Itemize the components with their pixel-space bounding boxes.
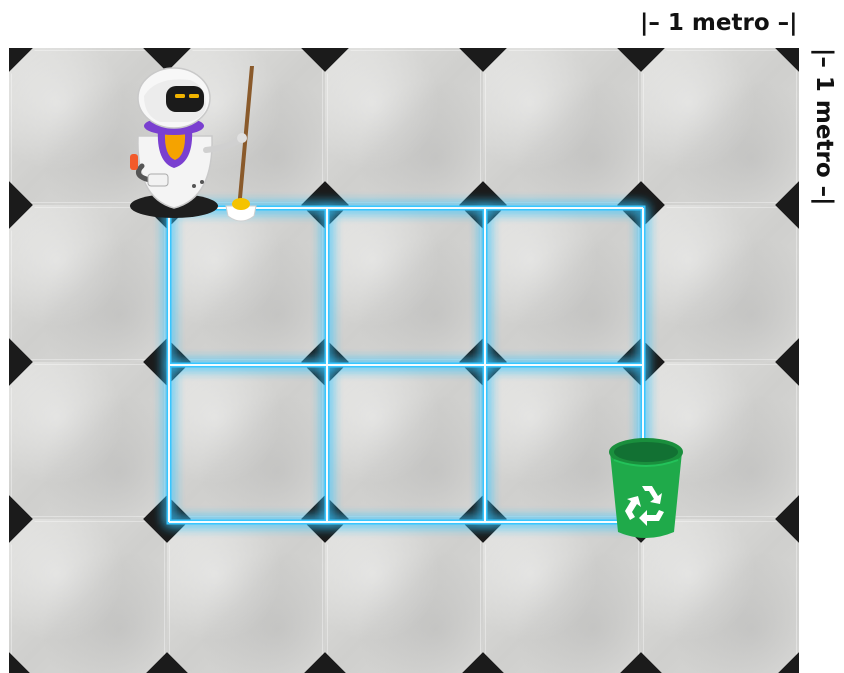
floor-tile bbox=[483, 519, 641, 673]
vertical-scale-label: |– 1 metro –| bbox=[807, 48, 841, 216]
floor-tile bbox=[325, 519, 483, 673]
floor-tile bbox=[483, 48, 641, 205]
floor-tile bbox=[167, 362, 325, 519]
floor-tile bbox=[641, 205, 799, 362]
floor-tile bbox=[325, 48, 483, 205]
horizontal-scale-label: |– 1 metro –| bbox=[640, 6, 808, 40]
floor-tile bbox=[9, 205, 167, 362]
cleaning-robot-icon bbox=[122, 66, 262, 226]
recycle-bin-icon bbox=[604, 432, 688, 542]
floor-tile bbox=[9, 519, 167, 673]
floor-tile bbox=[167, 519, 325, 673]
floor-tile bbox=[9, 362, 167, 519]
floor-tile bbox=[167, 205, 325, 362]
floor-tile bbox=[641, 519, 799, 673]
floor-tile bbox=[483, 205, 641, 362]
floor-tile bbox=[325, 362, 483, 519]
floor-tile bbox=[325, 205, 483, 362]
floor-tile bbox=[641, 48, 799, 205]
vertical-scale-label-wrap: |– 1 metro –| bbox=[807, 48, 841, 216]
